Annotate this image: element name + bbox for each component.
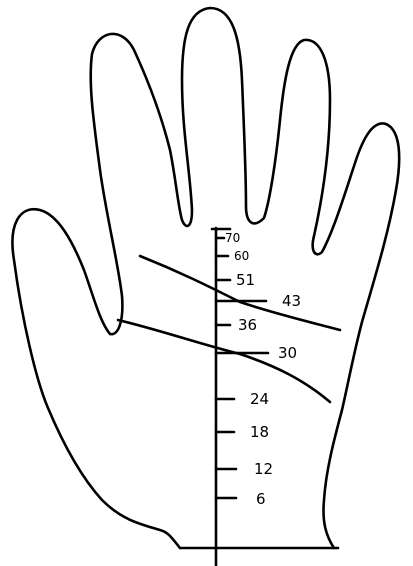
palm-line-lower (118, 320, 330, 402)
tick-label-43: 43 (282, 292, 301, 310)
tick-label-30: 30 (278, 344, 297, 362)
tick-label-24: 24 (250, 390, 269, 408)
tick-60: 60 (216, 249, 249, 263)
tick-6: 6 (216, 490, 266, 508)
tick-70: 70 (216, 231, 240, 245)
tick-label-18: 18 (250, 423, 269, 441)
tick-24: 24 (216, 390, 269, 408)
tick-label-51: 51 (236, 271, 255, 289)
tick-label-6: 6 (256, 490, 266, 508)
tick-label-60: 60 (234, 249, 249, 263)
tick-label-12: 12 (254, 460, 273, 478)
tick-label-36: 36 (238, 316, 257, 334)
tick-label-70: 70 (225, 231, 240, 245)
tick-18: 18 (216, 423, 269, 441)
hand-outline (12, 8, 399, 548)
tick-12: 12 (216, 460, 273, 478)
tick-36: 36 (216, 316, 257, 334)
tick-51: 51 (216, 271, 255, 289)
